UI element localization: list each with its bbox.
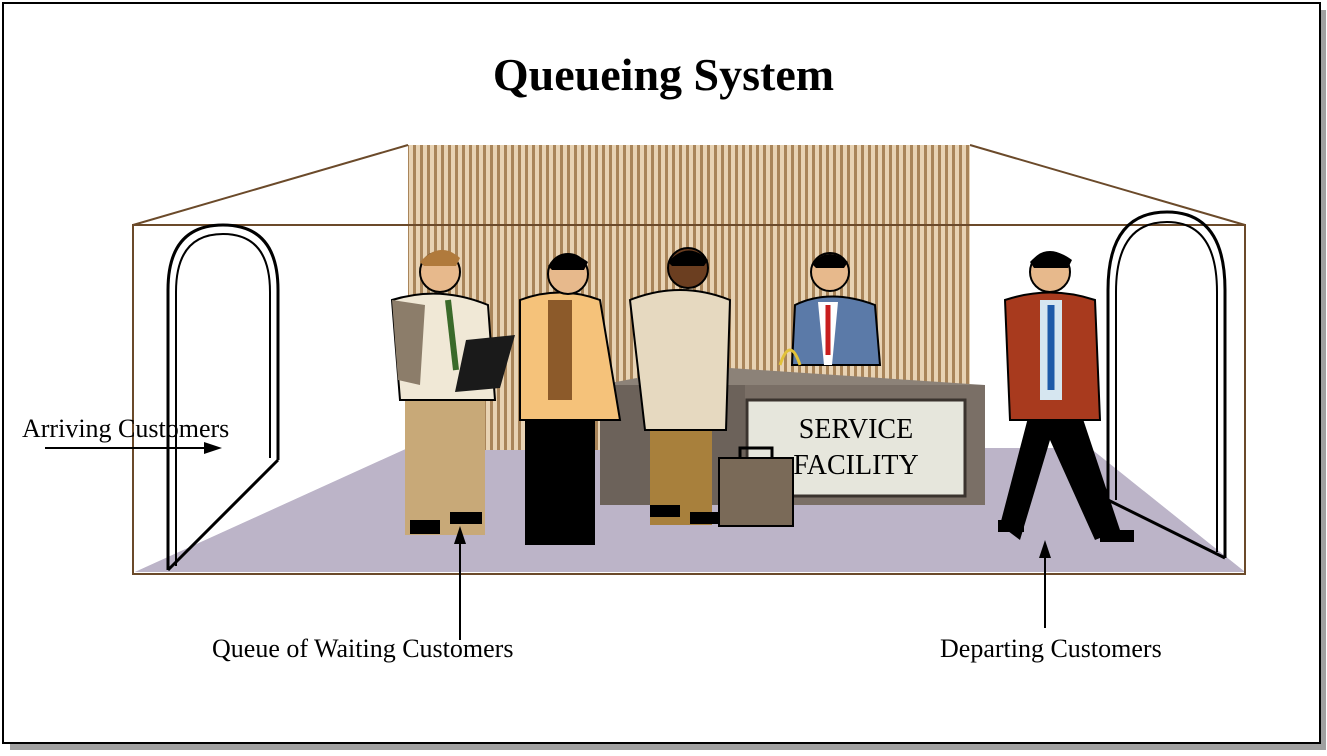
queue-arrow: [454, 526, 466, 640]
briefcase: [718, 446, 794, 527]
customer-figure-1: [390, 249, 515, 535]
room-outline: [132, 144, 1246, 575]
left-door: [166, 223, 280, 572]
frame-shadow-right: [1321, 10, 1326, 750]
arriving-customers-label: Arriving Customers: [22, 414, 230, 443]
sign-line-2: FACILITY: [793, 450, 919, 481]
departure-arrow: [1039, 540, 1051, 628]
frame-shadow-bottom: [10, 744, 1326, 750]
customer-figure-2: [519, 253, 622, 545]
page-title: Queueing System: [492, 49, 835, 100]
service-facility-sign: SERVICE FACILITY: [747, 400, 965, 496]
customer-figure-3: [628, 247, 732, 525]
right-door: [1106, 210, 1227, 560]
sign-line-1: SERVICE: [798, 414, 914, 445]
departing-figure: [998, 251, 1134, 542]
queue-label: Queue of Waiting Customers: [212, 634, 514, 663]
arrival-arrow: [45, 442, 222, 454]
departing-customers-label: Departing Customers: [940, 634, 1162, 663]
server-figure: [778, 252, 882, 366]
